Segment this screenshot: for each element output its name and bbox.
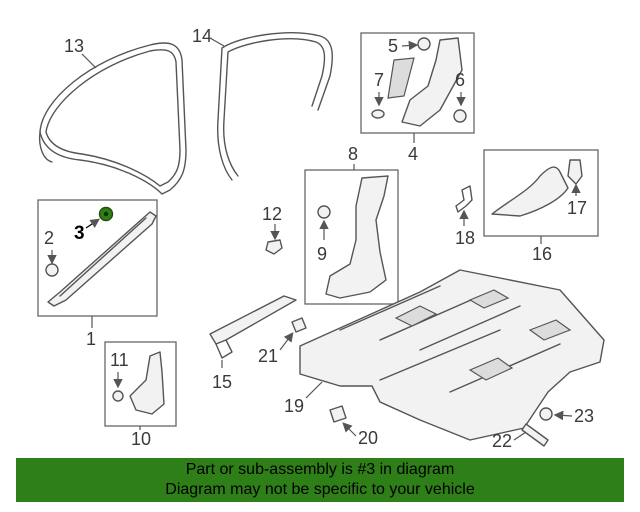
part-15-scuff-plate — [209, 295, 297, 359]
label-1: 1 — [86, 329, 96, 349]
label-19: 19 — [284, 396, 304, 416]
part-21-clip — [291, 317, 307, 333]
leader-19 — [305, 381, 323, 399]
label-20: 20 — [358, 428, 378, 448]
label-5: 5 — [388, 36, 398, 56]
label-14: 14 — [192, 26, 212, 46]
part-17-clip — [567, 159, 583, 185]
part-2-clip — [45, 263, 59, 277]
leader-23 — [553, 410, 573, 421]
leader-5 — [401, 40, 419, 51]
info-banner: Part or sub-assembly is #3 in diagram Di… — [16, 458, 624, 502]
part-3-clip-highlighted — [98, 206, 114, 222]
part-10-trim-panel — [129, 351, 165, 415]
part-9-clip — [317, 205, 331, 219]
leader-21 — [279, 332, 294, 351]
label-4: 4 — [408, 144, 418, 164]
box-8 — [304, 169, 399, 305]
part-18-bracket — [455, 185, 473, 213]
leader-3 — [85, 218, 100, 229]
label-17: 17 — [567, 198, 587, 218]
label-13: 13 — [64, 36, 84, 56]
banner-line-2: Diagram may not be specific to your vehi… — [165, 481, 475, 498]
leader-20 — [342, 422, 357, 437]
label-8: 8 — [348, 144, 358, 164]
leader-22 — [513, 431, 527, 441]
label-6: 6 — [455, 70, 465, 90]
label-9: 9 — [317, 244, 327, 264]
part-23-clip — [539, 407, 553, 421]
part-7-clip — [371, 109, 385, 119]
part-14-rear-door-weatherstrip — [216, 32, 333, 181]
label-16: 16 — [532, 244, 552, 264]
label-7: 7 — [374, 70, 384, 90]
leader-13 — [81, 53, 97, 69]
part-20-clip — [329, 405, 347, 423]
banner-line-1: Part or sub-assembly is #3 in diagram — [185, 461, 455, 478]
label-2: 2 — [44, 228, 54, 248]
label-23: 23 — [574, 406, 594, 426]
part-11-clip — [112, 390, 124, 402]
part-5-clip — [417, 37, 431, 51]
part-19-floor-carpet — [299, 269, 605, 441]
part-8-b-pillar-lower-trim — [325, 175, 389, 299]
part-16-quarter-trim — [491, 166, 569, 217]
part-1-a-pillar-trim — [47, 211, 157, 307]
part-4-b-pillar-trim — [387, 37, 463, 127]
label-18: 18 — [455, 228, 475, 248]
label-12: 12 — [262, 204, 282, 224]
part-13-front-door-weatherstrip — [38, 42, 187, 195]
label-11: 11 — [110, 350, 129, 370]
box-1 — [37, 199, 158, 317]
part-6-clip — [453, 109, 467, 123]
label-10: 10 — [131, 429, 151, 449]
box-4 — [360, 32, 475, 134]
part-12-clip — [265, 239, 283, 255]
label-21: 21 — [258, 346, 278, 366]
label-3: 3 — [74, 223, 85, 244]
part-22-bracket — [521, 423, 549, 447]
label-15: 15 — [212, 372, 232, 392]
leader-14 — [209, 37, 225, 47]
label-22: 22 — [492, 431, 512, 451]
